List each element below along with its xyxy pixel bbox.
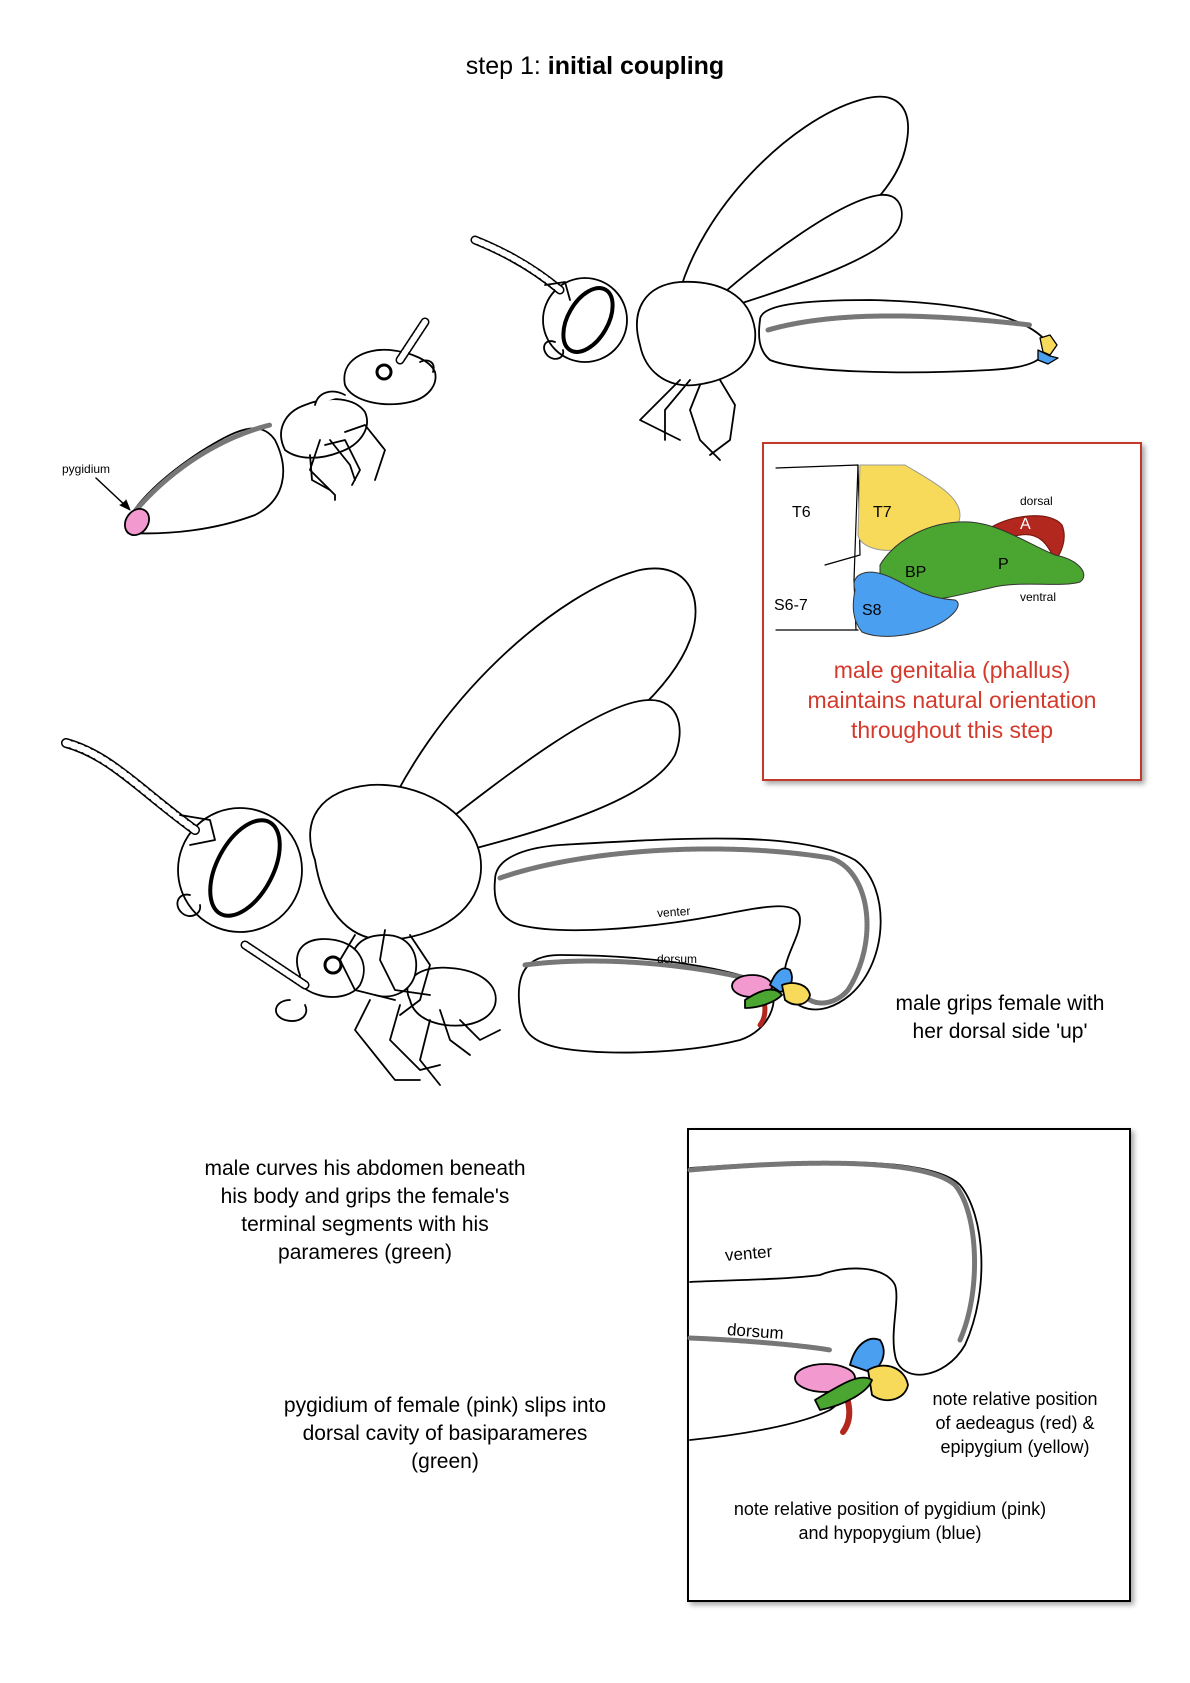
- segment-s8: S8: [862, 602, 882, 619]
- dorsum-label: dorsum: [657, 952, 698, 966]
- male-insect-top: [470, 95, 1059, 461]
- detail-note-pygidium: note relative position of pygidium (pink…: [733, 1499, 1047, 1543]
- caption-pygidium: pygidium of female (pink) slips into dor…: [283, 1394, 607, 1473]
- detail-inset-box: [687, 1128, 1131, 1602]
- ventral-label: ventral: [1020, 590, 1057, 604]
- detail-diagram: [687, 1160, 983, 1441]
- segment-bp: BP: [905, 564, 927, 581]
- caption-curve: male curves his abdomen beneath his body…: [204, 1157, 526, 1264]
- detail-venter-label: venter: [724, 1241, 773, 1266]
- page-title: step 1: initial coupling: [465, 52, 725, 80]
- female-insect: [124, 317, 437, 536]
- segment-t7: T7: [873, 504, 892, 521]
- coupled-pair: [61, 567, 882, 1086]
- dorsal-label: dorsal: [1020, 494, 1053, 508]
- detail-note-aedeagus: note relative position of aedeagus (red)…: [932, 1389, 1098, 1457]
- segment-s6-7: S6-7: [774, 597, 808, 614]
- detail-dorsum-label: dorsum: [726, 1320, 785, 1343]
- segment-p: P: [998, 556, 1009, 573]
- venter-label: venter: [656, 903, 691, 921]
- segment-a: A: [1020, 516, 1031, 533]
- phallus-diagram: [775, 464, 1085, 637]
- phallus-note: male genitalia (phallus) maintains natur…: [807, 657, 1097, 743]
- segment-t6: T6: [792, 504, 811, 521]
- caption-grip: male grips female with her dorsal side '…: [895, 992, 1105, 1043]
- pygidium-label: pygidium: [62, 462, 111, 476]
